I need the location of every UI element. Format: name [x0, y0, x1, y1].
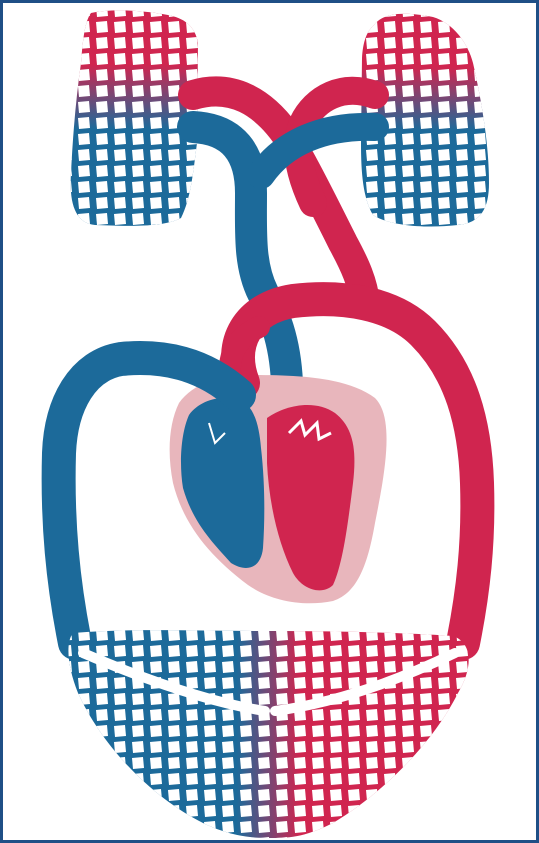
- heart: [170, 375, 387, 604]
- systemic-capillary-bed: [63, 623, 483, 840]
- circulatory-system-diagram: [3, 3, 536, 840]
